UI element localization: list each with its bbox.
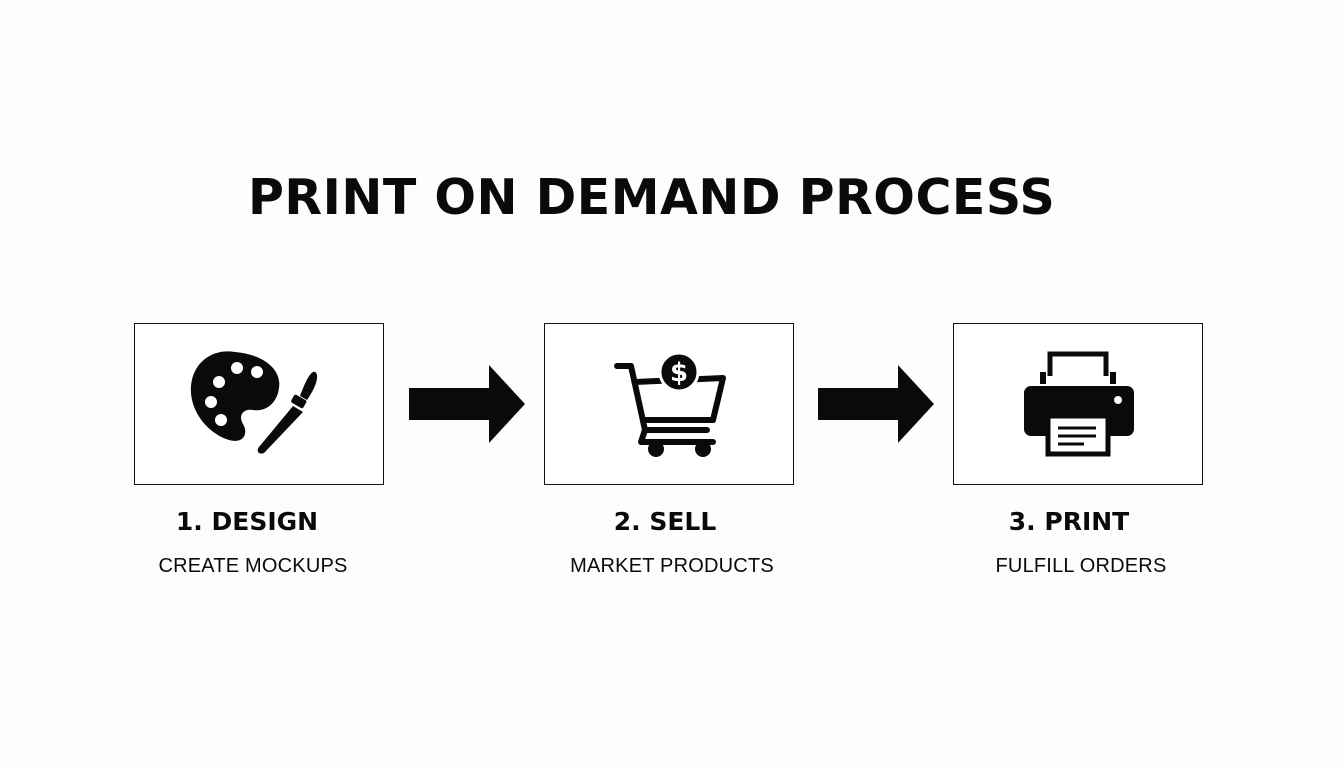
- step-title-print: 3. PRINT: [1008, 507, 1130, 536]
- dollar-sign-icon: $: [670, 358, 688, 388]
- palette-brush-icon: [190, 351, 318, 454]
- printer-icon: [1024, 351, 1134, 457]
- arrow-right-icon: [818, 365, 934, 443]
- arrow-right-icon: [409, 365, 525, 443]
- shopping-cart-dollar-icon: $: [614, 351, 726, 457]
- step-design-box: [134, 323, 384, 485]
- step-subtitle-design: CREATE MOCKUPS: [158, 555, 348, 577]
- step-title-design: 1. DESIGN: [175, 507, 319, 536]
- step-title-sell: 2. SELL: [613, 507, 717, 536]
- step-subtitle-print: FULFILL ORDERS: [995, 555, 1167, 577]
- step-sell-box: $: [544, 323, 794, 485]
- diagram-title: PRINT ON DEMAND PROCESS: [248, 169, 1056, 226]
- step-subtitle-sell: MARKET PRODUCTS: [570, 555, 774, 577]
- step-print-box: [953, 323, 1203, 485]
